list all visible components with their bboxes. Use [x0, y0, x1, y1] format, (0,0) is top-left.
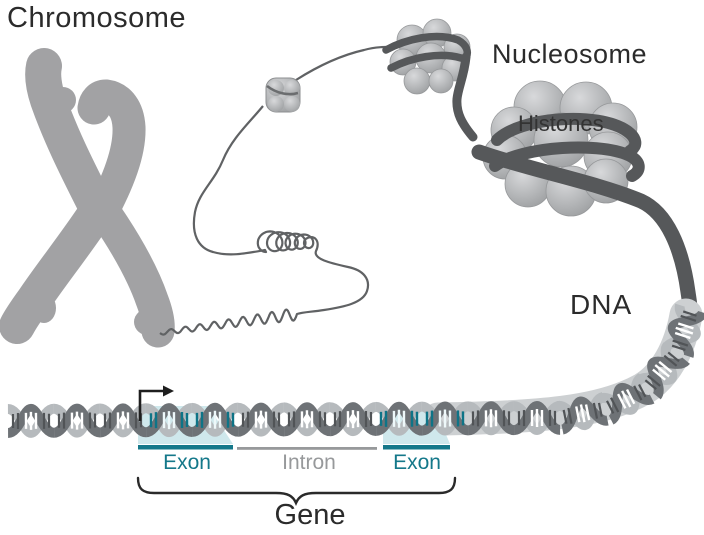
intron-bar: [237, 447, 377, 450]
gene-brace: [136, 476, 457, 507]
chromosome-label: Chromosome: [7, 2, 187, 34]
dna-label: DNA: [570, 289, 633, 320]
helix-twist: [8, 409, 54, 433]
helix-twist: [330, 407, 376, 431]
dna-double-helix: [8, 305, 703, 433]
histones-label: Histones: [518, 111, 604, 136]
nucleosome-label: Nucleosome: [492, 39, 648, 69]
intron-label: Intron: [282, 451, 336, 474]
histone-dna-wrap-ribbons: [471, 112, 698, 317]
chromatin-fiber-strand: [159, 105, 370, 336]
exon-label-left: Exon: [163, 451, 211, 474]
gene-label: Gene: [274, 499, 346, 531]
transcription-start-arrow: [138, 385, 174, 421]
dna-descending-ribbon: [471, 144, 698, 317]
exon-bar-left: [138, 445, 233, 450]
chromosome-illustration: [0, 48, 175, 348]
helix-twist: [54, 408, 100, 432]
exon-bar-right: [383, 445, 450, 450]
nucleosome-bead-small: [265, 77, 301, 113]
nucleosome-wrap-ribbons: [382, 32, 478, 142]
exon-label-right: Exon: [393, 451, 441, 474]
helix-twist: [238, 407, 284, 431]
helix-twist: [284, 407, 330, 431]
